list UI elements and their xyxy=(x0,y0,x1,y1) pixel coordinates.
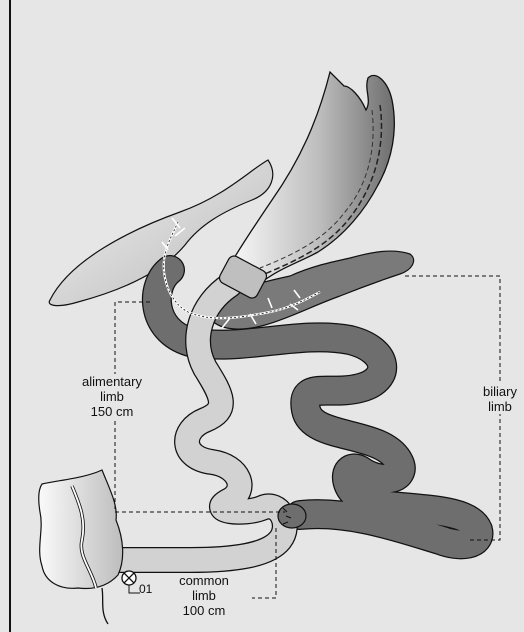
common-limb-label-line1: common xyxy=(164,573,244,588)
alimentary-limb-label-line2: limb xyxy=(62,389,162,404)
common-limb-length: 100 cm xyxy=(164,603,244,618)
appendix xyxy=(102,588,108,624)
alimentary-limb-length: 150 cm xyxy=(62,404,162,419)
common-limb-label: common limb 100 cm xyxy=(164,573,244,618)
biliary-limb-label-line1: biliary xyxy=(474,384,524,399)
common-limb-label-line2: limb xyxy=(164,588,244,603)
alimentary-limb-label: alimentary limb 150 cm xyxy=(62,374,162,419)
alimentary-limb-label-line1: alimentary xyxy=(62,374,162,389)
biliary-limb-label: biliary limb xyxy=(474,384,524,414)
marker-label: 01 xyxy=(139,582,152,597)
entero-anastomosis xyxy=(278,504,306,528)
colon xyxy=(39,470,123,588)
biliary-limb-label-line2: limb xyxy=(474,399,524,414)
